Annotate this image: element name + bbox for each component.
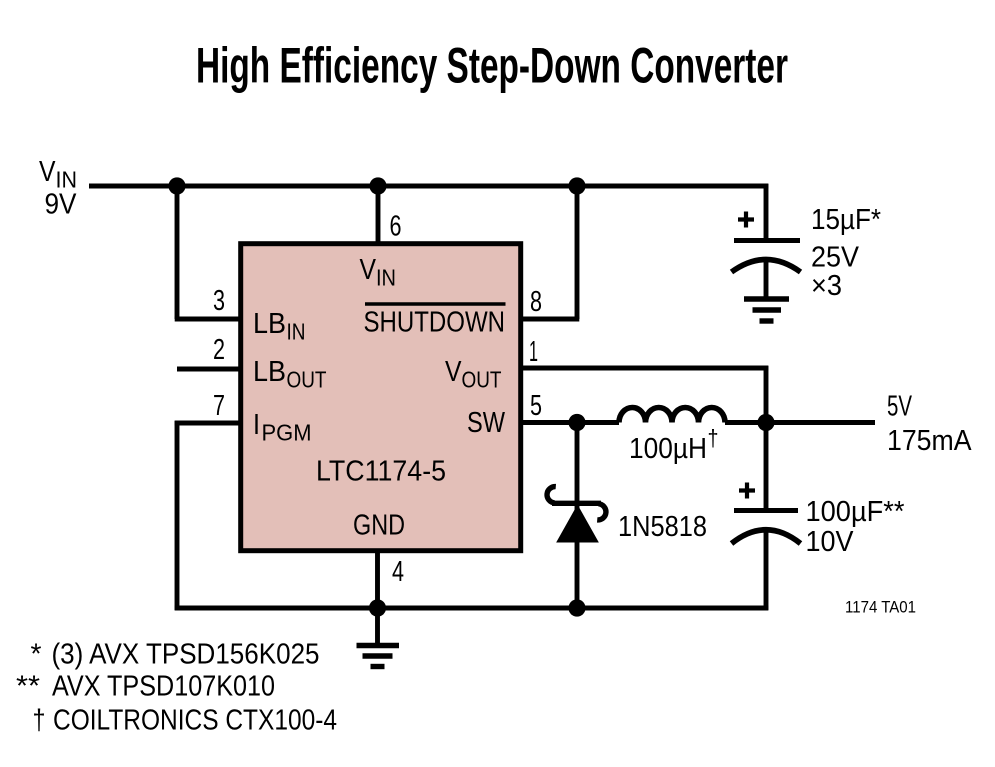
svg-text:(3) AVX TPSD156K025: (3) AVX TPSD156K025 bbox=[52, 639, 320, 671]
svg-text:1N5818: 1N5818 bbox=[618, 511, 707, 543]
svg-text:†: † bbox=[33, 705, 46, 737]
svg-text:GND: GND bbox=[353, 510, 405, 542]
svg-text:3: 3 bbox=[213, 285, 225, 317]
svg-text:PGM: PGM bbox=[262, 420, 312, 446]
svg-text:×3: ×3 bbox=[811, 270, 842, 302]
svg-text:IN: IN bbox=[287, 319, 306, 345]
svg-text:5: 5 bbox=[530, 390, 542, 422]
svg-text:7: 7 bbox=[213, 390, 225, 422]
svg-text:10V: 10V bbox=[806, 526, 855, 558]
svg-text:OUT: OUT bbox=[462, 367, 502, 393]
svg-text:*: * bbox=[31, 639, 42, 671]
svg-text:1: 1 bbox=[529, 336, 538, 368]
svg-text:SW: SW bbox=[467, 407, 506, 439]
svg-text:2: 2 bbox=[213, 334, 225, 366]
svg-text:4: 4 bbox=[392, 556, 404, 588]
svg-text:V: V bbox=[360, 254, 377, 286]
svg-text:9V: 9V bbox=[45, 189, 78, 221]
svg-text:LTC1174-5: LTC1174-5 bbox=[316, 456, 446, 488]
svg-text:100µF**: 100µF** bbox=[806, 496, 905, 528]
svg-text:†: † bbox=[708, 425, 719, 451]
svg-text:8: 8 bbox=[530, 286, 542, 318]
svg-text:LB: LB bbox=[253, 356, 286, 388]
svg-text:IN: IN bbox=[376, 265, 396, 291]
svg-text:AVX TPSD107K010: AVX TPSD107K010 bbox=[52, 671, 275, 703]
svg-text:SHUTDOWN: SHUTDOWN bbox=[364, 307, 506, 339]
svg-text:LB: LB bbox=[253, 308, 286, 340]
svg-text:5V: 5V bbox=[887, 391, 912, 423]
svg-text:1174 TA01: 1174 TA01 bbox=[845, 598, 916, 617]
svg-text:25V: 25V bbox=[811, 242, 860, 274]
svg-text:IN: IN bbox=[56, 167, 78, 193]
svg-text:I: I bbox=[253, 409, 260, 441]
svg-text:15µF*: 15µF* bbox=[811, 204, 881, 236]
svg-text:6: 6 bbox=[390, 211, 402, 243]
svg-text:OUT: OUT bbox=[287, 367, 327, 393]
svg-text:**: ** bbox=[16, 671, 40, 703]
svg-text:V: V bbox=[39, 156, 56, 188]
svg-text:COILTRONICS CTX100-4: COILTRONICS CTX100-4 bbox=[53, 705, 337, 737]
svg-text:100µH: 100µH bbox=[629, 433, 707, 465]
svg-text:V: V bbox=[445, 356, 462, 388]
svg-text:High Efficiency Step-Down Conv: High Efficiency Step-Down Converter bbox=[196, 38, 788, 94]
svg-text:175mA: 175mA bbox=[887, 425, 972, 457]
